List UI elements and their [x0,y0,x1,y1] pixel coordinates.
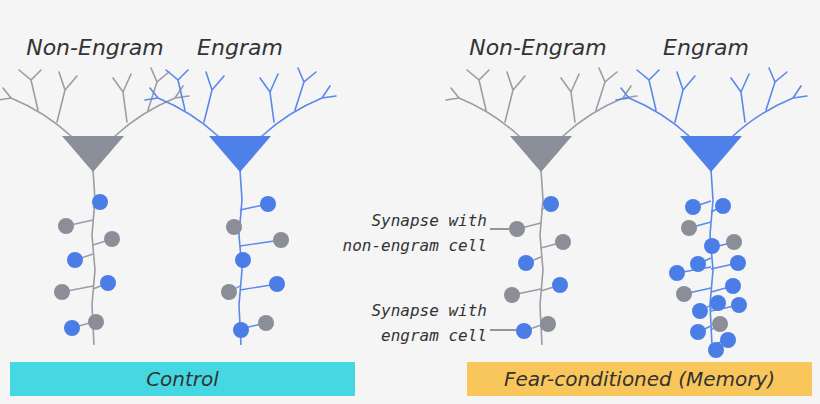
synapse-engram [233,322,249,338]
synapse-engram [100,275,116,291]
synapse-engram [543,196,559,212]
cell-heading: Non-Engram [20,34,170,62]
synapse-non-engram [676,286,692,302]
synapse-engram [64,320,80,336]
cell-body [680,136,742,172]
condition-band: Control [10,362,355,396]
synapse-engram [516,323,532,339]
band-label: Control [146,367,219,391]
synapse-engram [518,255,534,271]
synapse-non-engram [509,221,525,237]
synapse-non-engram [681,220,697,236]
synapse-engram [704,238,720,254]
synapse-engram [708,342,724,358]
synapse-non-engram [226,219,242,235]
synapse-engram [669,265,685,281]
synapse-non-engram [555,234,571,250]
band-label: Fear-conditioned (Memory) [504,367,775,391]
callout-text: Synapse with engram cell [327,298,487,348]
synapse-engram [725,278,741,294]
synapse-engram [260,196,276,212]
synapse-non-engram [54,284,70,300]
cell-heading: Non-Engram [463,34,613,62]
synapse-engram [690,256,706,272]
dendrite [446,68,637,136]
synapse-non-engram [712,316,728,332]
cell-body [209,136,271,172]
synapse-engram [269,276,285,292]
synapse-non-engram [58,218,74,234]
leader-line [490,228,509,229]
dendrite [616,68,807,136]
synapse-engram [685,199,701,215]
synapse-engram [710,295,726,311]
cell-body [510,136,572,172]
dendrite [0,68,189,136]
synapse-non-engram [88,314,104,330]
callout-text: Synapse with non-engram cell [327,208,487,258]
synapse-engram [731,297,747,313]
cell-body [62,136,124,172]
condition-band: Fear-conditioned (Memory) [467,362,812,396]
synapse-engram [730,255,746,271]
synapse-engram [235,252,251,268]
synapse-non-engram [540,316,556,332]
synapse-engram [67,252,83,268]
dendrite [145,68,336,136]
synapse-engram [552,277,568,293]
synapse-engram [690,324,706,340]
synapse-non-engram [104,231,120,247]
synapse-non-engram [273,232,289,248]
synapse-non-engram [221,284,237,300]
synapse-engram [715,198,731,214]
synapse-non-engram [504,287,520,303]
leader-line [490,329,516,330]
synapse-non-engram [726,234,742,250]
cell-heading: Engram [165,34,315,62]
synapse-non-engram [258,315,274,331]
synapse-engram [692,303,708,319]
cell-heading: Engram [631,34,781,62]
synapse-engram [92,194,108,210]
